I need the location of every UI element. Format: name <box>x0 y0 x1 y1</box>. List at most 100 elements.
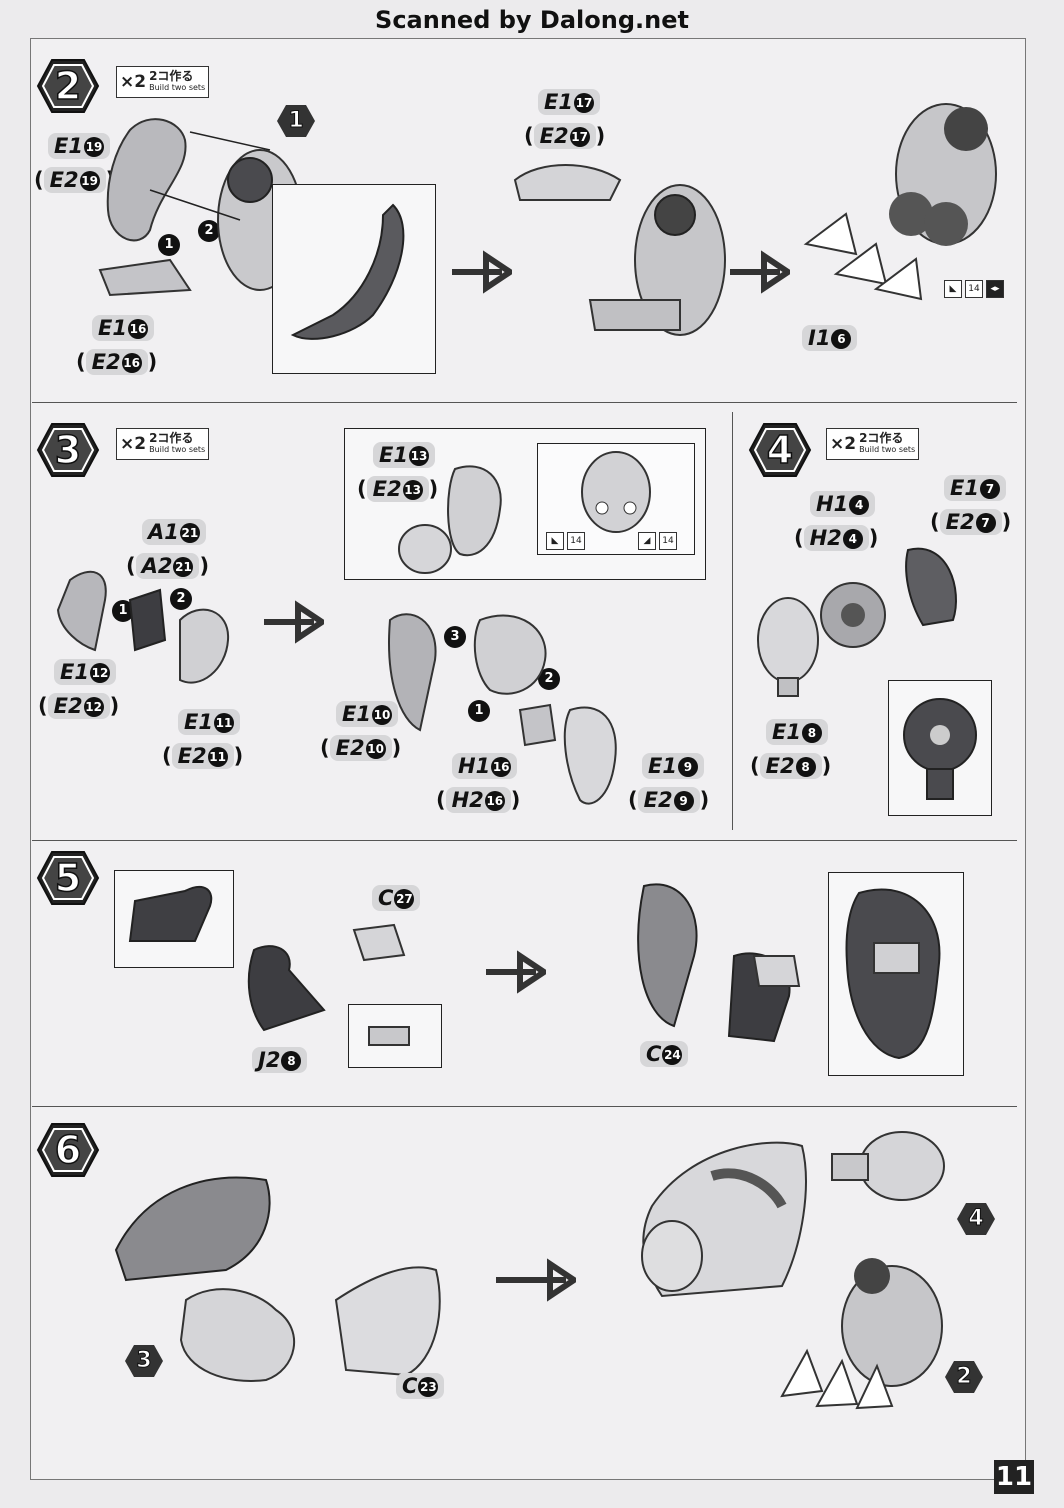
order-marker: 1 <box>158 234 180 256</box>
sticker-hint: ◢14 <box>638 532 677 550</box>
flow-arrow <box>486 950 546 994</box>
flow-arrow <box>496 1258 576 1302</box>
order-marker: 2 <box>538 668 560 690</box>
set-multiplier: ×2 <box>120 72 147 92</box>
reference-step-badge: 3 <box>124 1344 164 1378</box>
step6-exploded-drawing <box>114 1176 441 1382</box>
detail-inset <box>348 1004 442 1068</box>
set-hint-jp: 2コ作る <box>859 431 904 445</box>
step2-assembly-drawing <box>513 164 726 336</box>
page-number: 11 <box>994 1460 1034 1494</box>
detail-inset <box>888 680 992 816</box>
section-divider <box>32 1106 1017 1107</box>
set-multiplier: ×2 <box>830 434 857 454</box>
knife-icon: ◢ <box>638 532 656 550</box>
step5-assembly-drawing <box>637 883 801 1043</box>
step-number: 5 <box>54 855 82 901</box>
sticker-hint: ◣14 <box>546 532 585 550</box>
scan-credit: Scanned by Dalong.net <box>375 6 689 34</box>
order-marker: 3 <box>444 626 466 648</box>
reference-step-badge: 2 <box>944 1360 984 1394</box>
order-marker: 2 <box>198 220 220 242</box>
set-multiplier: ×2 <box>120 434 147 454</box>
set-hint-jp: 2コ作る <box>149 431 194 445</box>
step6-result-drawing <box>641 1131 945 1410</box>
step2-result-drawing <box>803 103 997 301</box>
step-badge: 4 <box>748 422 812 478</box>
spread-icon: ◂▸ <box>986 280 1004 298</box>
sticker-detail: ◣14 ◢14 <box>537 443 695 555</box>
reference-step-badge: 1 <box>276 104 316 138</box>
detail-inset <box>272 184 436 374</box>
step-number: 6 <box>54 1127 82 1173</box>
section-divider <box>32 402 1017 403</box>
order-marker: 1 <box>112 600 134 622</box>
section-divider <box>32 840 1017 841</box>
detail-inset <box>828 872 964 1076</box>
step-badge: 2 <box>36 58 100 114</box>
knife-icon: ◣ <box>944 280 962 298</box>
order-marker: 2 <box>170 588 192 610</box>
step-badge: 3 <box>36 422 100 478</box>
sticker-hint: ◣ 14 ◂▸ <box>944 280 1004 298</box>
step-badge: 5 <box>36 850 100 906</box>
flow-arrow <box>264 600 324 644</box>
flow-arrow <box>730 250 790 294</box>
step3-sub-drawing <box>56 570 230 684</box>
knife-icon: ◣ <box>546 532 564 550</box>
set-hint-en: Build two sets <box>149 445 206 454</box>
step-number: 2 <box>54 63 82 109</box>
step-number: 4 <box>766 427 794 473</box>
section-divider-vertical <box>732 412 733 830</box>
sticker-number: 14 <box>965 280 983 298</box>
reference-step-badge: 4 <box>956 1202 996 1236</box>
step3-assembly-drawing <box>388 613 617 805</box>
step-number: 3 <box>54 427 82 473</box>
step4-drawing <box>757 547 957 697</box>
sticker-number: 14 <box>567 532 585 550</box>
set-hint-en: Build two sets <box>149 83 206 92</box>
sticker-number: 14 <box>659 532 677 550</box>
flow-arrow <box>452 250 512 294</box>
set-hint-en: Build two sets <box>859 445 916 454</box>
step5-sub-drawing <box>247 923 406 1032</box>
step-badge: 6 <box>36 1122 100 1178</box>
detail-inset <box>114 870 234 968</box>
order-marker: 1 <box>468 700 490 722</box>
set-hint-jp: 2コ作る <box>149 69 194 83</box>
